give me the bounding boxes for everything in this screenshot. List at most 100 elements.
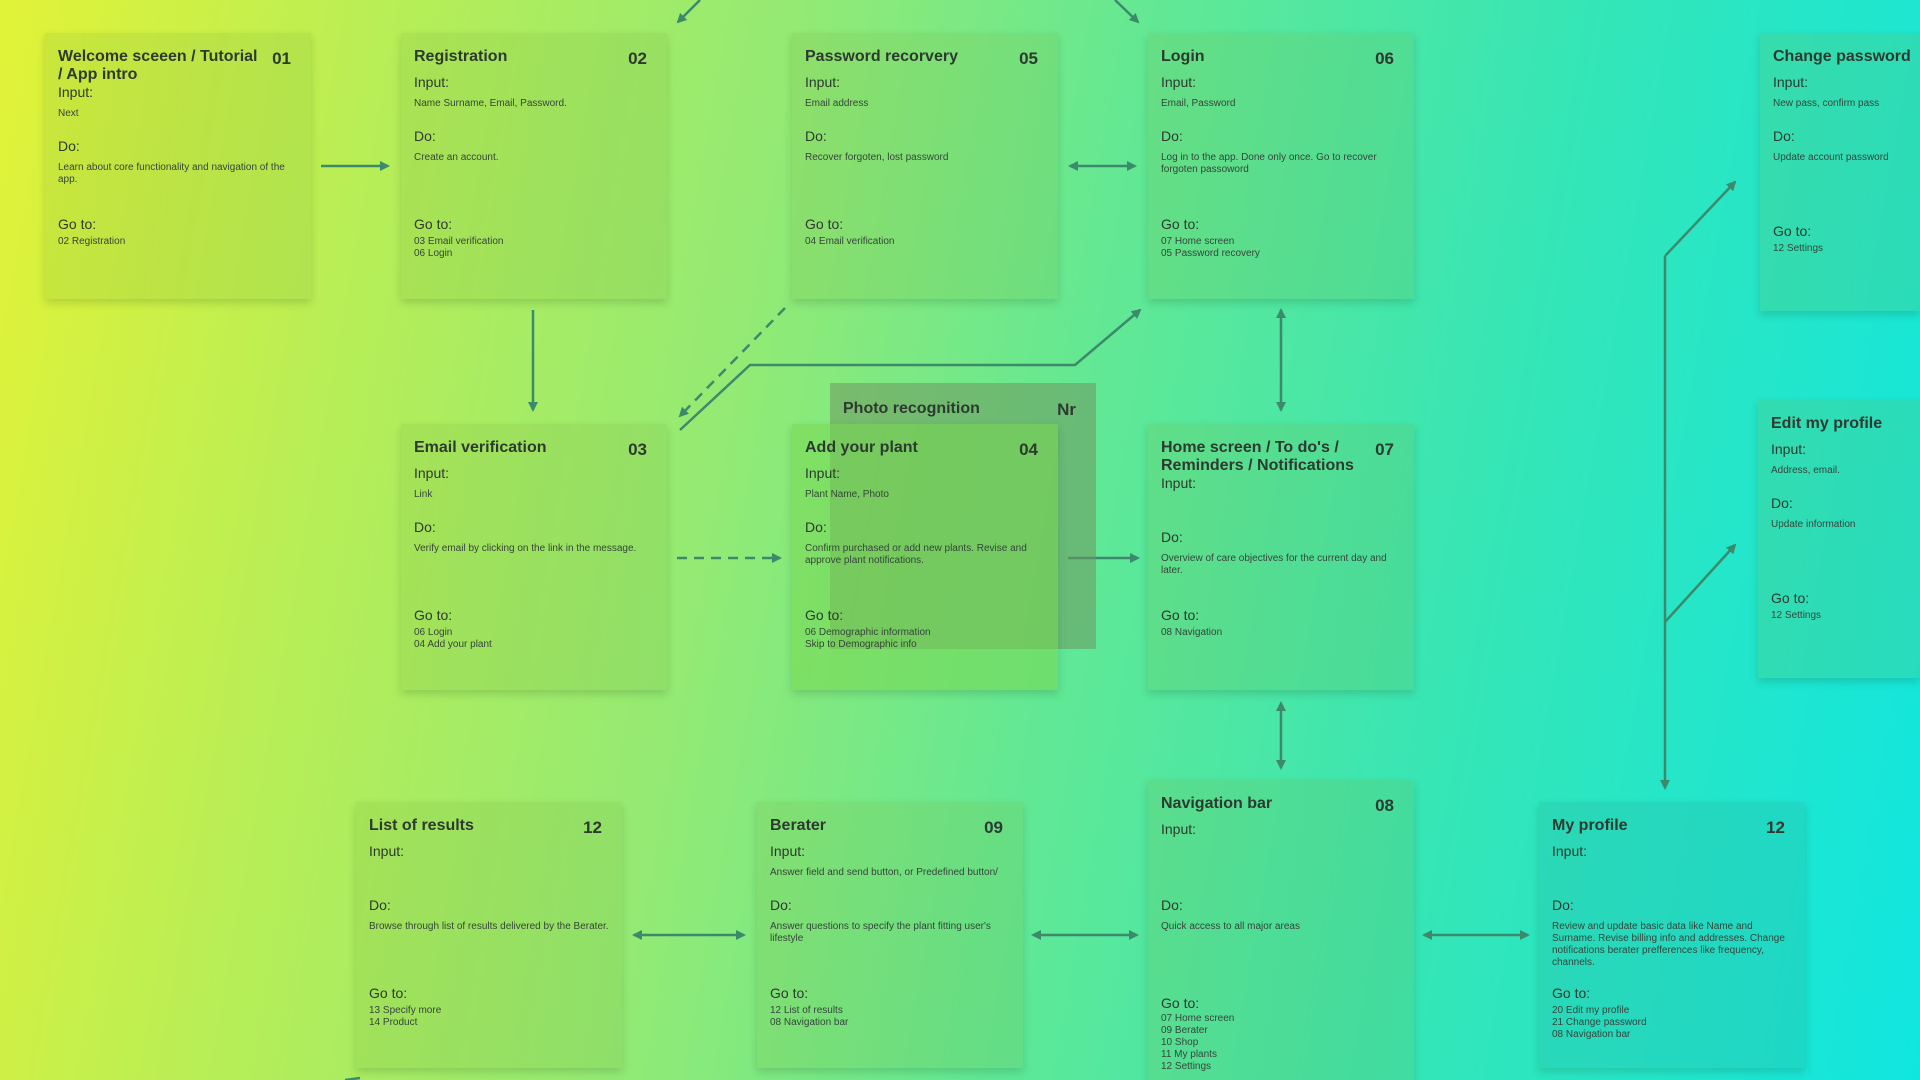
goto-value: 12 Settings	[1771, 610, 1822, 621]
do-value: Browse through list of results delivered…	[369, 921, 609, 932]
card-title: Photo recognition	[843, 400, 980, 417]
do-value: Update information	[1771, 519, 1856, 530]
card-edit-profile: Edit my profile Input: Address, email. D…	[1758, 400, 1920, 678]
input-label: Input:	[770, 843, 806, 859]
do-value: Review and update basic data like Name a…	[1552, 921, 1785, 968]
goto-value: 07 Home screen 09 Berater 10 Shop 11 My …	[1161, 1013, 1235, 1072]
card-email-verification: 03 Email verification Input: Link Do: Ve…	[401, 424, 667, 690]
input-value: New pass, confirm pass	[1773, 98, 1880, 109]
goto-value: 12 Settings	[1773, 243, 1824, 254]
input-label: Input:	[805, 465, 841, 481]
card-title: Home screen / To do's / Reminders / Noti…	[1161, 439, 1354, 474]
goto-label: Go to:	[805, 216, 844, 232]
do-value: Recover forgoten, lost password	[805, 152, 949, 163]
input-label: Input:	[1773, 74, 1809, 90]
card-title: Login	[1161, 48, 1205, 65]
do-label: Do:	[414, 128, 436, 144]
card-number: 01	[272, 49, 291, 68]
input-label: Input:	[805, 74, 841, 90]
goto-label: Go to:	[414, 607, 453, 623]
goto-label: Go to:	[1161, 607, 1200, 623]
arrow-top-right	[1114, 0, 1140, 24]
goto-value: 06 Demographic information Skip to Demog…	[805, 627, 931, 650]
input-value: Email, Password	[1161, 98, 1236, 109]
do-value: Confirm purchased or add new plants. Rev…	[805, 543, 1027, 566]
goto-label: Go to:	[414, 216, 453, 232]
input-value: Answer field and send button, or Predefi…	[770, 867, 998, 878]
input-value	[1161, 845, 1401, 857]
input-value: Email address	[805, 98, 869, 109]
do-label: Do:	[770, 897, 792, 913]
card-password-recovery: 05 Password recorvery Input: Email addre…	[792, 33, 1058, 299]
card-number: 03	[628, 440, 647, 459]
card-berater: 09 Berater Input: Answer field and send …	[757, 802, 1023, 1068]
card-number: 05	[1019, 49, 1038, 68]
card-number: 06	[1375, 49, 1394, 68]
card-title: Berater	[770, 817, 827, 834]
input-label: Input:	[414, 465, 450, 481]
card-number: 08	[1375, 796, 1394, 815]
card-number: 07	[1375, 440, 1394, 459]
do-label: Do:	[414, 519, 436, 535]
card-title: Edit my profile	[1771, 415, 1883, 432]
input-value: Next	[58, 108, 79, 119]
input-label: Input:	[1161, 821, 1197, 837]
do-value: Log in to the app. Done only once. Go to…	[1161, 152, 1377, 175]
goto-label: Go to:	[1161, 216, 1200, 232]
do-label: Do:	[805, 519, 827, 535]
card-add-plant: 04 Add your plant Input: Plant Name, Pho…	[792, 424, 1058, 690]
do-value: Answer questions to specify the plant fi…	[770, 921, 991, 944]
card-title: My profile	[1552, 817, 1628, 834]
card-title: Email verification	[414, 439, 547, 456]
goto-value: 06 Login 04 Add your plant	[414, 627, 492, 650]
card-title: Navigation bar	[1161, 795, 1273, 812]
do-value: Create an account.	[414, 152, 499, 163]
input-value: Plant Name, Photo	[805, 489, 889, 500]
do-value: Quick access to all major areas	[1161, 921, 1300, 932]
do-label: Do:	[1552, 897, 1574, 913]
goto-value: 13 Specify more 14 Product	[369, 1005, 442, 1028]
card-number: 12	[1766, 818, 1785, 837]
input-value: Name Surname, Email, Password.	[414, 98, 567, 109]
input-value	[1552, 867, 1792, 879]
card-list-of-results: 12 List of results Input: Do: Browse thr…	[356, 802, 622, 1068]
card-my-profile: 12 My profile Input: Do: Review and upda…	[1539, 802, 1805, 1068]
arrow-profile-to-changepass	[1664, 180, 1737, 257]
goto-label: Go to:	[1773, 223, 1812, 239]
card-title: Registration	[414, 48, 508, 65]
input-value	[1161, 499, 1401, 511]
card-number: 09	[984, 818, 1003, 837]
input-label: Input:	[1161, 74, 1197, 90]
card-home-screen: 07 Home screen / To do's / Reminders / N…	[1148, 424, 1414, 690]
input-label: Input:	[1552, 843, 1588, 859]
do-label: Do:	[1161, 128, 1183, 144]
input-value: Link	[414, 489, 433, 500]
goto-label: Go to:	[58, 216, 97, 232]
card-change-password: Change password Input: New pass, confirm…	[1760, 33, 1920, 311]
goto-label: Go to:	[805, 607, 844, 623]
do-label: Do:	[1161, 529, 1183, 545]
arrow-top-left	[676, 0, 701, 24]
input-label: Input:	[58, 84, 94, 100]
do-label: Do:	[1773, 128, 1795, 144]
card-title: Welcome sceeen / Tutorial / App intro	[58, 48, 258, 83]
goto-label: Go to:	[1161, 995, 1200, 1011]
do-label: Do:	[369, 897, 391, 913]
goto-value: 02 Registration	[58, 236, 126, 247]
goto-label: Go to:	[1552, 985, 1591, 1001]
arrow-profile-to-editprofile	[1664, 543, 1737, 623]
goto-value: 04 Email verification	[805, 236, 895, 247]
do-value: Overview of care objectives for the curr…	[1161, 553, 1387, 576]
card-title: List of results	[369, 817, 474, 834]
input-label: Input:	[414, 74, 450, 90]
card-number: 02	[628, 49, 647, 68]
do-value: Learn about core functionality and navig…	[58, 162, 285, 185]
card-registration: 02 Registration Input: Name Surname, Ema…	[401, 33, 667, 299]
card-login: 06 Login Input: Email, Password Do: Log …	[1148, 33, 1414, 299]
do-value: Update account password	[1773, 152, 1889, 163]
do-label: Do:	[58, 138, 80, 154]
card-welcome: 01 Welcome sceeen / Tutorial / App intro…	[45, 33, 311, 299]
input-label: Input:	[1771, 441, 1807, 457]
goto-label: Go to:	[770, 985, 809, 1001]
do-label: Do:	[1161, 897, 1183, 913]
